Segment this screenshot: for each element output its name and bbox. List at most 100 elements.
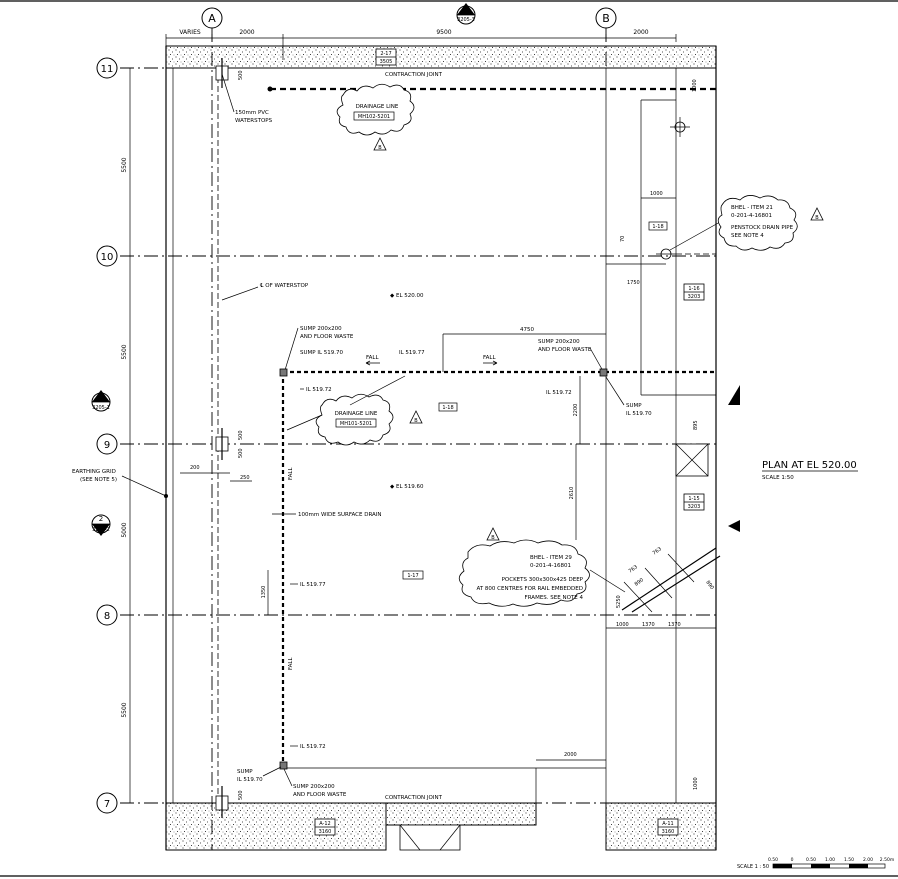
svg-text:BHEL - ITEM 29: BHEL - ITEM 29 [530, 555, 572, 561]
cloud-drainage-mid: DRAINAGE LINE MH101-5201 [315, 393, 394, 446]
sump-bottom-label-1: SUMP [237, 769, 253, 775]
svg-text:10: 10 [101, 252, 114, 263]
waterstop-mid: 500 500 [215, 428, 244, 460]
svg-text:B: B [378, 145, 382, 151]
dim-left-1: 5500 [121, 157, 128, 172]
svg-text:1-18: 1-18 [652, 224, 663, 230]
svg-text:0-201-4-16801: 0-201-4-16801 [731, 213, 772, 219]
svg-text:AT 800 CENTRES FOR RAIL EMBEDD: AT 800 CENTRES FOR RAIL EMBEDDED [476, 586, 583, 592]
sump1-label-1: SUMP 200x200 [300, 326, 342, 332]
svg-text:3: 3 [464, 7, 468, 15]
section-marker-3: 3 3205-3 [456, 3, 476, 25]
top-slab [165, 45, 717, 69]
waterstop-top: 500 [215, 58, 244, 88]
svg-text:1000: 1000 [692, 79, 698, 92]
svg-text:3203: 3203 [688, 294, 701, 300]
sump3-label-1: SUMP 200x200 [293, 784, 335, 790]
svg-text:890: 890 [634, 577, 645, 587]
svg-text:3205-3: 3205-3 [457, 17, 475, 23]
dim-top-9500: 9500 [436, 29, 451, 36]
svg-text:PENSTOCK DRAIN PIPE: PENSTOCK DRAIN PIPE [731, 225, 794, 231]
il-519-77-top: IL 519.77 [399, 350, 425, 356]
sump1-label-2: AND FLOOR WASTE [300, 334, 354, 340]
bottom-opening [399, 824, 461, 851]
il-519-72-right: IL 519.72 [546, 390, 572, 396]
tag-1-17 [402, 570, 424, 580]
sump1-il-label: SUMP IL 519.70 [300, 350, 344, 356]
svg-text:SCALE 1:50: SCALE 1:50 [762, 475, 794, 481]
svg-text:B: B [414, 418, 418, 424]
earthing-label-1: EARTHING GRID [72, 469, 116, 475]
svg-text:500: 500 [238, 430, 244, 440]
cloud-bhel-21: BHEL - ITEM 21 0-201-4-16801 PENSTOCK DR… [717, 195, 798, 251]
earthing-label-2: (SEE NOTE 5) [80, 477, 117, 483]
bottom-left-slab [165, 802, 387, 851]
svg-text:500: 500 [238, 448, 244, 458]
svg-text:4750: 4750 [520, 327, 534, 333]
fall-label-2: FALL [483, 355, 496, 361]
svg-text:70: 70 [620, 236, 626, 242]
grid-bubble-11: 11 [96, 57, 118, 79]
tag-bottom-left: A-12 3160 [314, 818, 336, 836]
svg-text:1370: 1370 [668, 622, 681, 628]
svg-text:3160: 3160 [319, 829, 332, 835]
svg-text:2-17: 2-17 [380, 51, 391, 57]
svg-text:MH101-5201: MH101-5201 [340, 421, 372, 427]
svg-text:7: 7 [104, 799, 110, 810]
svg-text:8: 8 [104, 611, 110, 622]
el-519-60-label: ◆ EL 519.60 [390, 484, 424, 490]
tag-1-16: 1-16 3203 [683, 283, 705, 301]
rev-marker-1: B [373, 137, 387, 151]
svg-text:POCKETS 300x300x425 DEEP: POCKETS 300x300x425 DEEP [502, 577, 584, 583]
rail-frames: 763 763 890 890 5250 [616, 546, 721, 613]
svg-text:2.50m: 2.50m [880, 857, 894, 863]
svg-text:2200: 2200 [573, 404, 579, 417]
svg-text:DRAINAGE LINE: DRAINAGE LINE [335, 411, 378, 417]
svg-text:FRAMES. SEE NOTE 4: FRAMES. SEE NOTE 4 [525, 595, 584, 601]
sump-nw [279, 368, 288, 377]
svg-text:1-18: 1-18 [442, 405, 453, 411]
svg-text:2000: 2000 [564, 752, 577, 758]
svg-text:0: 0 [791, 857, 794, 863]
svg-text:1.50: 1.50 [844, 857, 854, 863]
grid-bubble-8: 8 [96, 604, 118, 626]
sump2-label-2: AND FLOOR WASTE [538, 347, 592, 353]
cl-waterstop-label: ℄ OF WATERSTOP [260, 282, 309, 289]
svg-text:B: B [491, 535, 495, 541]
waterstops-label-2: WATERSTOPS [235, 118, 273, 124]
svg-text:DRAINAGE LINE: DRAINAGE LINE [356, 104, 399, 110]
dim-left-2: 5500 [121, 344, 128, 359]
section-marker-1: 1 3205-1 [91, 390, 111, 412]
svg-text:500: 500 [238, 790, 244, 800]
rev-marker-2: B [409, 410, 423, 424]
tag-1-15: 1-15 3203 [683, 493, 705, 511]
dim-top-2000b: 2000 [633, 29, 648, 36]
svg-text:9: 9 [104, 440, 110, 451]
section-marker-2: 2 3205-2 [91, 514, 111, 536]
svg-text:1000: 1000 [693, 777, 699, 790]
svg-text:1370: 1370 [642, 622, 655, 628]
scale-bar: SCALE 1 : 50 0.50 0 0.50 1.00 1.50 2.00 … [737, 857, 894, 870]
sump-bottom-label-2: IL 519.70 [237, 777, 263, 783]
svg-text:BHEL - ITEM 21: BHEL - ITEM 21 [731, 205, 773, 211]
waterstop-bottom: 500 [215, 786, 244, 818]
svg-text:11: 11 [101, 64, 114, 75]
svg-text:0-201-4-16801: 0-201-4-16801 [530, 563, 571, 569]
sump-right-label-2: IL 519.70 [626, 411, 652, 417]
tag-1-18b [438, 402, 458, 412]
svg-text:MH102-5201: MH102-5201 [358, 114, 390, 120]
grid-bubble-B: B [595, 7, 617, 29]
cloud-drainage-top: DRAINAGE LINE MH102-5201 [336, 83, 415, 136]
svg-text:763: 763 [652, 546, 663, 556]
grid-bubble-10: 10 [96, 245, 118, 267]
contraction-joint-bottom: CONTRACTION JOINT [385, 795, 443, 801]
dim-varies: VARIES [179, 29, 201, 36]
svg-text:A-12: A-12 [319, 821, 330, 827]
svg-text:3205-1: 3205-1 [92, 405, 110, 411]
svg-text:1000: 1000 [616, 622, 629, 628]
svg-text:890: 890 [704, 580, 714, 591]
svg-text:3203: 3203 [688, 504, 701, 510]
rev-marker-3: B [486, 527, 500, 541]
svg-text:3505: 3505 [380, 59, 393, 65]
